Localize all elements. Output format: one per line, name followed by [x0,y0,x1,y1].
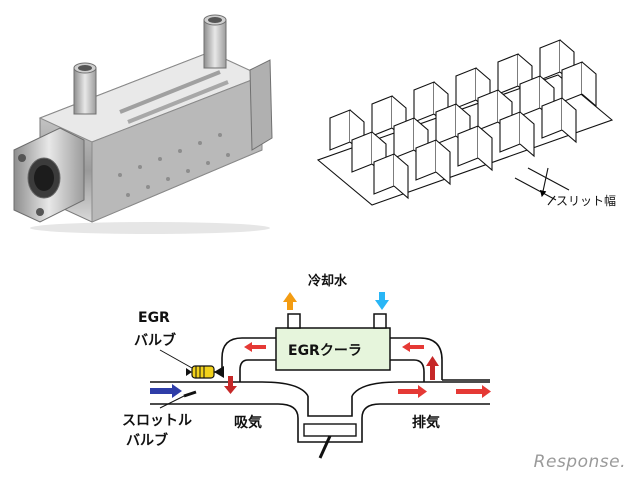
intake-arrow [150,384,182,398]
egr-return-arrows [224,342,439,394]
coolant-in-arrow [375,292,389,310]
fin-structure-drawing [316,39,614,206]
intake-label: 吸気 [234,415,262,431]
egr-schematic [150,292,491,459]
response-watermark: Response. [533,452,626,472]
slit-width-label: スリット幅 [556,194,617,208]
throttle-valve-label-line2: バルブ [126,433,168,449]
egr-cooler-box [275,327,391,371]
coolant-out-arrow [283,292,297,310]
egr-valve [159,349,224,379]
exhaust-label: 排気 [412,415,440,431]
throttle-valve [159,390,197,409]
egr-valve-label-line1: EGR [138,310,170,326]
coolant-label: 冷却水 [308,274,348,289]
egr-cooler-photo [13,14,273,234]
egr-cooler-label: EGRクーラ [288,343,362,359]
throttle-valve-label-line1: スロットル [122,413,192,429]
exhaust-arrows [398,385,491,398]
egr-valve-label-line2: バルブ [134,333,176,349]
